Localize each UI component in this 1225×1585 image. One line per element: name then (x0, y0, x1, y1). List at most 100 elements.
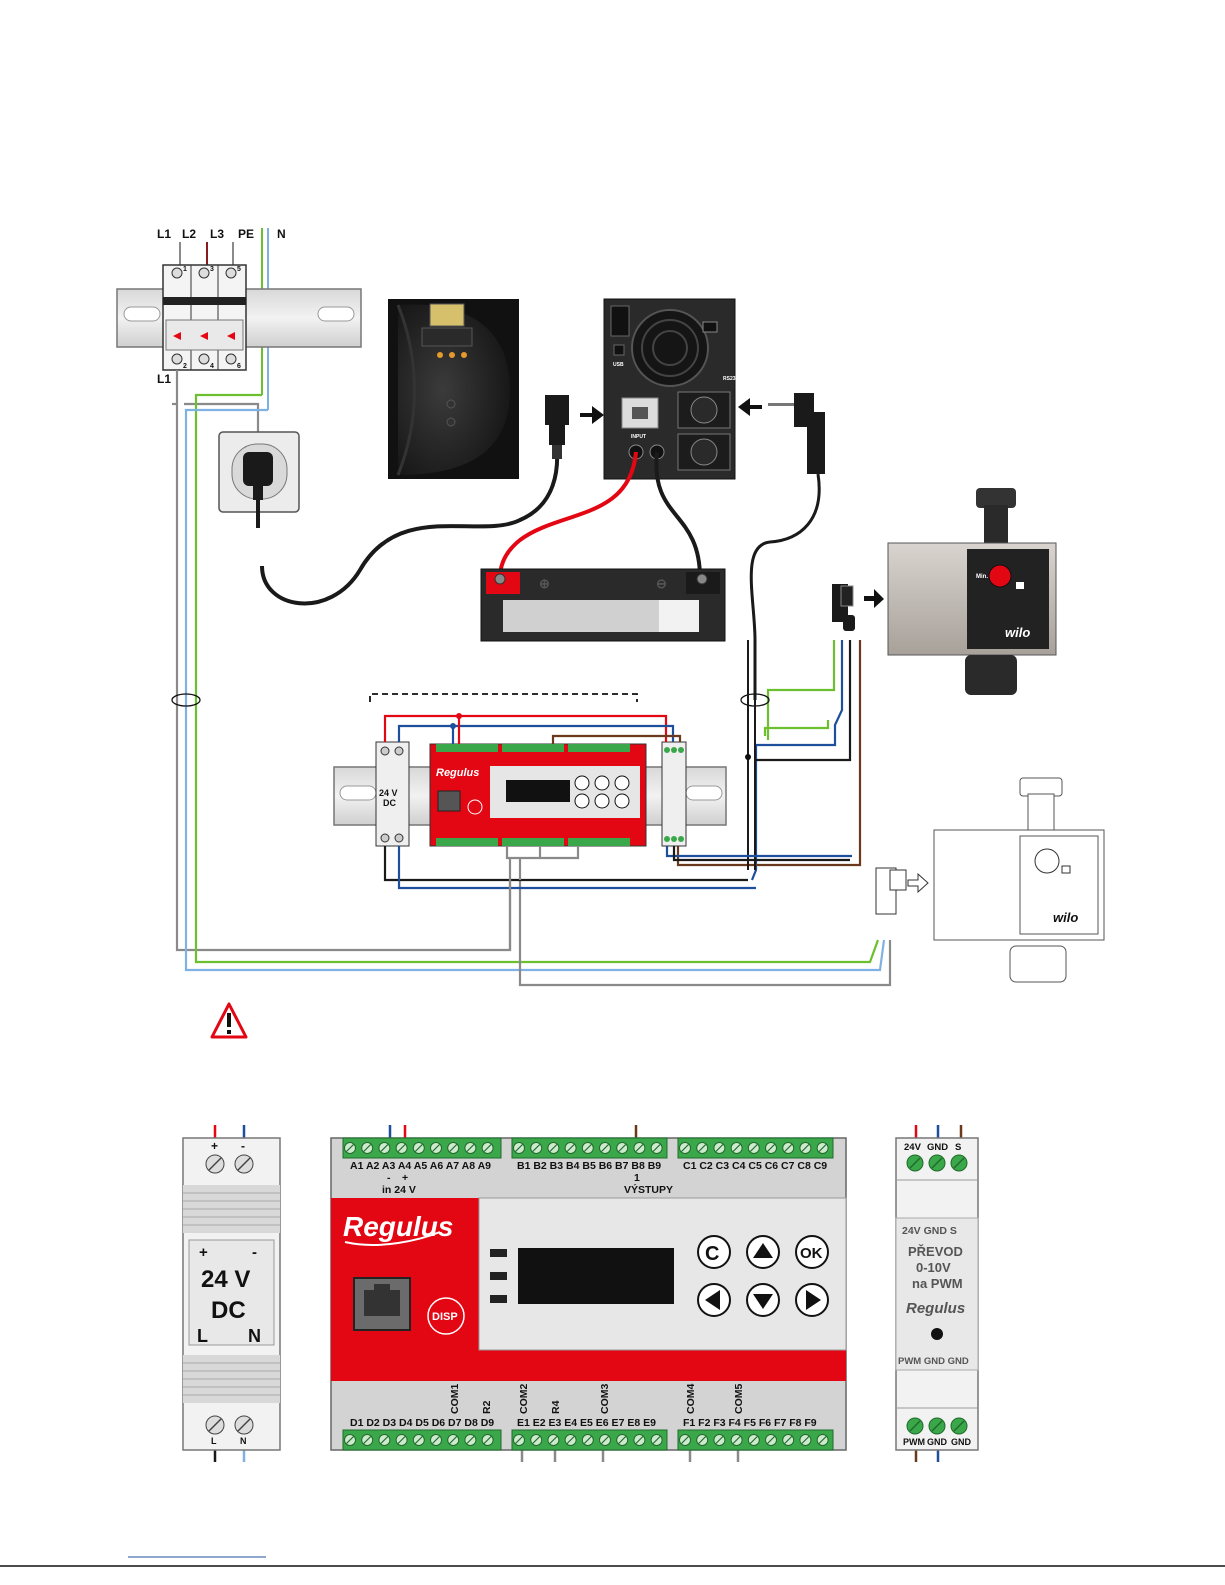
terminal-screw-slot (732, 1144, 741, 1152)
terminal-screw-slot (432, 1144, 440, 1152)
terminal-screw-slot (698, 1144, 707, 1152)
terminal-screw-slot (515, 1436, 523, 1444)
terminal-screw-slot (818, 1144, 827, 1152)
arrow-right-icon (795, 1283, 829, 1317)
converter-title-2: 0-10V (916, 1260, 951, 1275)
ups-front (388, 299, 519, 479)
pump-2: wilo (933, 777, 1105, 983)
terminal-screw-slot (449, 1436, 458, 1444)
ups-power-cord (256, 439, 560, 606)
terminal-screw-slot (566, 1436, 575, 1444)
warning-icon (210, 1002, 248, 1039)
schuko-plug (768, 393, 825, 474)
psu-voltage: 24 V (201, 1266, 250, 1293)
terminal-screw-slot (414, 1144, 423, 1152)
pump-1: Min. wilo (887, 488, 1057, 695)
mains-labels: L1 L2 L3 PE N L1 (157, 227, 286, 386)
label-l2: L2 (182, 227, 196, 241)
pump-1-brand: wilo (1005, 625, 1030, 640)
psu-terminal-l: L (211, 1436, 217, 1446)
terminal-screw-slot (397, 1436, 406, 1444)
terminal-screw-slot (732, 1436, 741, 1444)
disp-label: DISP (432, 1311, 458, 1323)
terminal-screw-slot (583, 1436, 592, 1444)
in24-minus: - (387, 1172, 391, 1184)
converter-terminal-gnd2: GND (951, 1437, 972, 1447)
terminal-screw-slot (380, 1436, 389, 1444)
terminal-screw-slot (635, 1436, 644, 1444)
controller-small: Regulus (429, 743, 647, 847)
terminal-screw-slot (566, 1144, 575, 1152)
status-led-1 (490, 1249, 507, 1257)
terminal-row-e: E1 E2 E3 E4 E5 E6 E7 E8 E9 (517, 1417, 656, 1429)
button-ok-label: OK (800, 1245, 823, 1262)
arrow-right-icon (864, 589, 884, 608)
converter-terminal-s: S (955, 1142, 961, 1153)
terminal-screw-slot (681, 1436, 689, 1444)
psu-small-type: DC (383, 798, 396, 808)
psu-type: DC (211, 1297, 246, 1324)
ups-input-label: INPUT (631, 434, 646, 440)
terminal-screw-slot (363, 1144, 372, 1152)
psu-label-n: N (248, 1326, 261, 1346)
psu-large: + - + - 24 V DC L N L N (182, 1125, 281, 1462)
terminal-screw-slot (466, 1436, 475, 1444)
terminal-screw-slot (784, 1144, 793, 1152)
arrow-down-icon (746, 1283, 780, 1317)
terminal-screw-slot (618, 1144, 627, 1152)
com3-label: COM3 (599, 1384, 611, 1414)
psu-label-minus: - (252, 1244, 257, 1261)
terminal-screw-slot (698, 1436, 707, 1444)
terminal-screw-slot (601, 1436, 609, 1444)
terminal-screw-slot (784, 1436, 793, 1444)
com5-label: COM5 (733, 1384, 745, 1414)
psu-label-plus: + (199, 1244, 208, 1261)
label-l3: L3 (210, 227, 224, 241)
terminal-screw-slot (549, 1436, 558, 1444)
converter-led (931, 1328, 943, 1340)
terminal-screw-slot (346, 1144, 354, 1152)
terminal-screw-slot (532, 1144, 541, 1152)
terminal-screw-slot (601, 1144, 609, 1152)
psu-small: 24 V DC (375, 741, 410, 847)
pump-2-connector (875, 867, 907, 915)
terminal-screw-slot (346, 1436, 354, 1444)
terminal-row-a: A1 A2 A3 A4 A5 A6 A7 A8 A9 (350, 1160, 491, 1172)
in24-label: in 24 V (382, 1184, 416, 1196)
converter-title-1: PŘEVOD (908, 1244, 963, 1259)
terminal-row-b: B1 B2 B3 B4 B5 B6 B7 B8 B9 (517, 1160, 661, 1172)
status-led-3 (490, 1295, 507, 1303)
terminal-screw-slot (432, 1436, 440, 1444)
lcd-display (518, 1248, 674, 1304)
status-led-2 (490, 1272, 507, 1280)
iec-plug (545, 395, 569, 459)
terminal-screw-slot (652, 1436, 661, 1444)
arrow-right-icon (907, 872, 929, 894)
controller-brand: Regulus (343, 1211, 453, 1242)
battery-plus: ⊕ (539, 576, 550, 591)
label-pe: PE (238, 227, 254, 241)
button-ok: OK (795, 1235, 829, 1269)
arrow-right-icon (580, 406, 604, 424)
converter-title-3: na PWM (912, 1276, 963, 1291)
terminal-screw-slot (749, 1436, 758, 1444)
ups-rear: INPUT RS232 USB (603, 298, 739, 480)
in24-plus: + (402, 1172, 408, 1184)
terminal-screw-slot (363, 1436, 372, 1444)
terminal-screw-slot (818, 1436, 827, 1444)
terminal-screw-slot (583, 1144, 592, 1152)
pump-1-wires (676, 640, 862, 881)
psu-label-l: L (197, 1326, 208, 1346)
button-c-label: C (705, 1243, 719, 1265)
psu-terminal-plus: + (211, 1139, 218, 1153)
control-wires-top (383, 714, 682, 744)
converter-top-label: 24V GND S (902, 1225, 957, 1237)
b8-mark: 1 (634, 1172, 640, 1184)
converter-terminal-gnd: GND (927, 1142, 948, 1153)
terminal-row-f: F1 F2 F3 F4 F5 F6 F7 F8 F9 (683, 1417, 817, 1429)
circuit-breaker: 1 3 5 2 4 6 (162, 264, 247, 371)
pump-2-brand: wilo (1053, 910, 1078, 925)
arrow-left-icon (697, 1283, 731, 1317)
vystupy-label: VÝSTUPY (624, 1183, 673, 1196)
